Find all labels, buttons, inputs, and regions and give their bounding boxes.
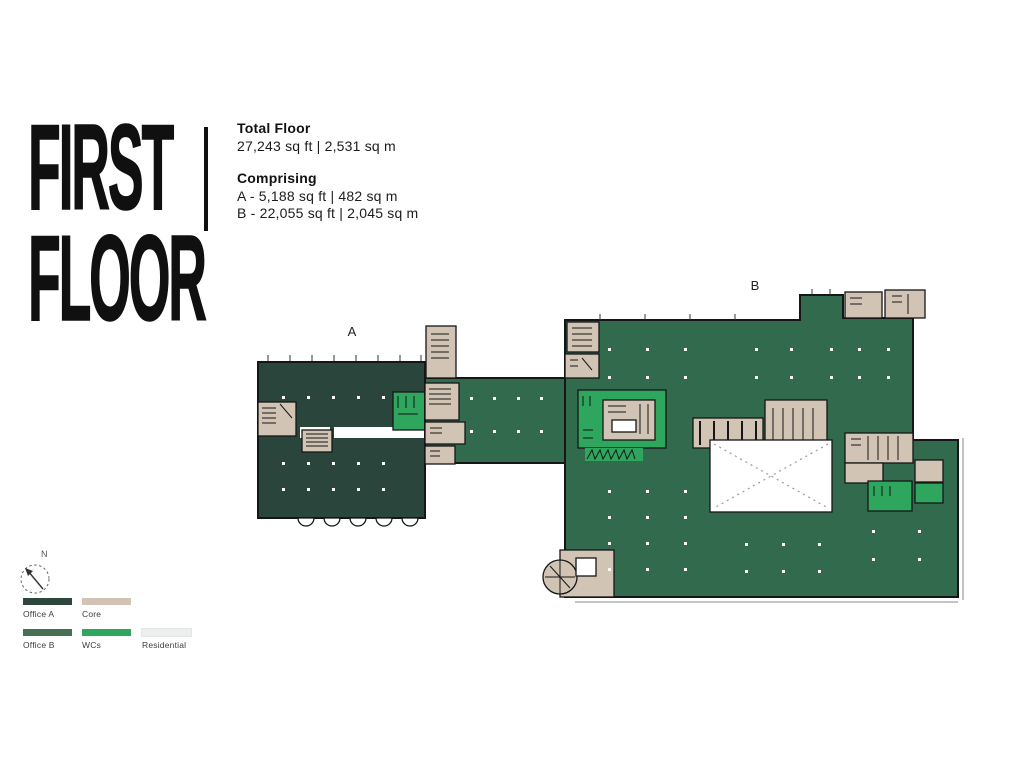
link-block-plan — [424, 325, 568, 465]
compass-needle-head-icon — [25, 568, 33, 576]
comprising-label: Comprising — [237, 170, 317, 186]
building-b-label: B — [751, 278, 760, 293]
comprising-a-value: A - 5,188 sq ft | 482 sq m — [237, 187, 398, 204]
legend-item-core: Core — [82, 598, 131, 619]
title-divider — [204, 127, 208, 231]
column-grid-dots — [282, 348, 921, 573]
core-b-northeast-1 — [844, 291, 883, 319]
legend-item-office-b: Office B — [23, 629, 72, 650]
building-b-plan — [542, 289, 964, 603]
north-compass: N — [20, 549, 50, 594]
office-b-label: Office B — [23, 640, 55, 650]
core-swatch — [82, 598, 131, 605]
total-floor-label: Total Floor — [237, 120, 311, 136]
north-label: N — [41, 549, 48, 559]
office-b-swatch — [23, 629, 72, 636]
title-line-2: FLOOR — [28, 210, 208, 346]
core-a-west — [257, 401, 297, 437]
comprising-b-value: B - 22,055 sq ft | 2,045 sq m — [237, 205, 419, 221]
office-a-label: Office A — [23, 609, 55, 619]
legend-item-residential: Residential — [141, 628, 192, 650]
floor-stats: Total Floor 27,243 sq ft | 2,531 sq m Co… — [237, 120, 418, 223]
atrium-void — [709, 439, 833, 513]
compass-circle-icon — [20, 564, 50, 594]
title-line-1: FIRST — [28, 99, 175, 235]
residential-swatch — [141, 628, 192, 637]
wcs-swatch — [82, 629, 131, 636]
building-a-plan — [257, 355, 426, 527]
residential-label: Residential — [142, 640, 187, 650]
core-link-lower — [424, 445, 456, 465]
building-a-label: A — [348, 324, 357, 339]
core-b-far-east — [914, 459, 944, 483]
legend-item-wcs: WCs — [82, 629, 131, 650]
wcs-label: WCs — [82, 640, 102, 650]
page-title: FIRST FLOOR — [28, 99, 208, 346]
core-b-east-lower — [844, 462, 884, 484]
compass-needle-icon — [27, 570, 44, 590]
core-b-east — [844, 432, 914, 464]
core-b-northwest — [566, 321, 600, 353]
core-a-stair — [301, 429, 333, 453]
wc-b-far-east — [914, 482, 944, 504]
office-a-swatch — [23, 598, 72, 605]
core-label: Core — [82, 609, 102, 619]
legend-item-office-a: Office A — [23, 598, 72, 619]
total-floor-value: 27,243 sq ft | 2,531 sq m — [237, 137, 396, 154]
core-b-northeast-2 — [884, 289, 926, 319]
